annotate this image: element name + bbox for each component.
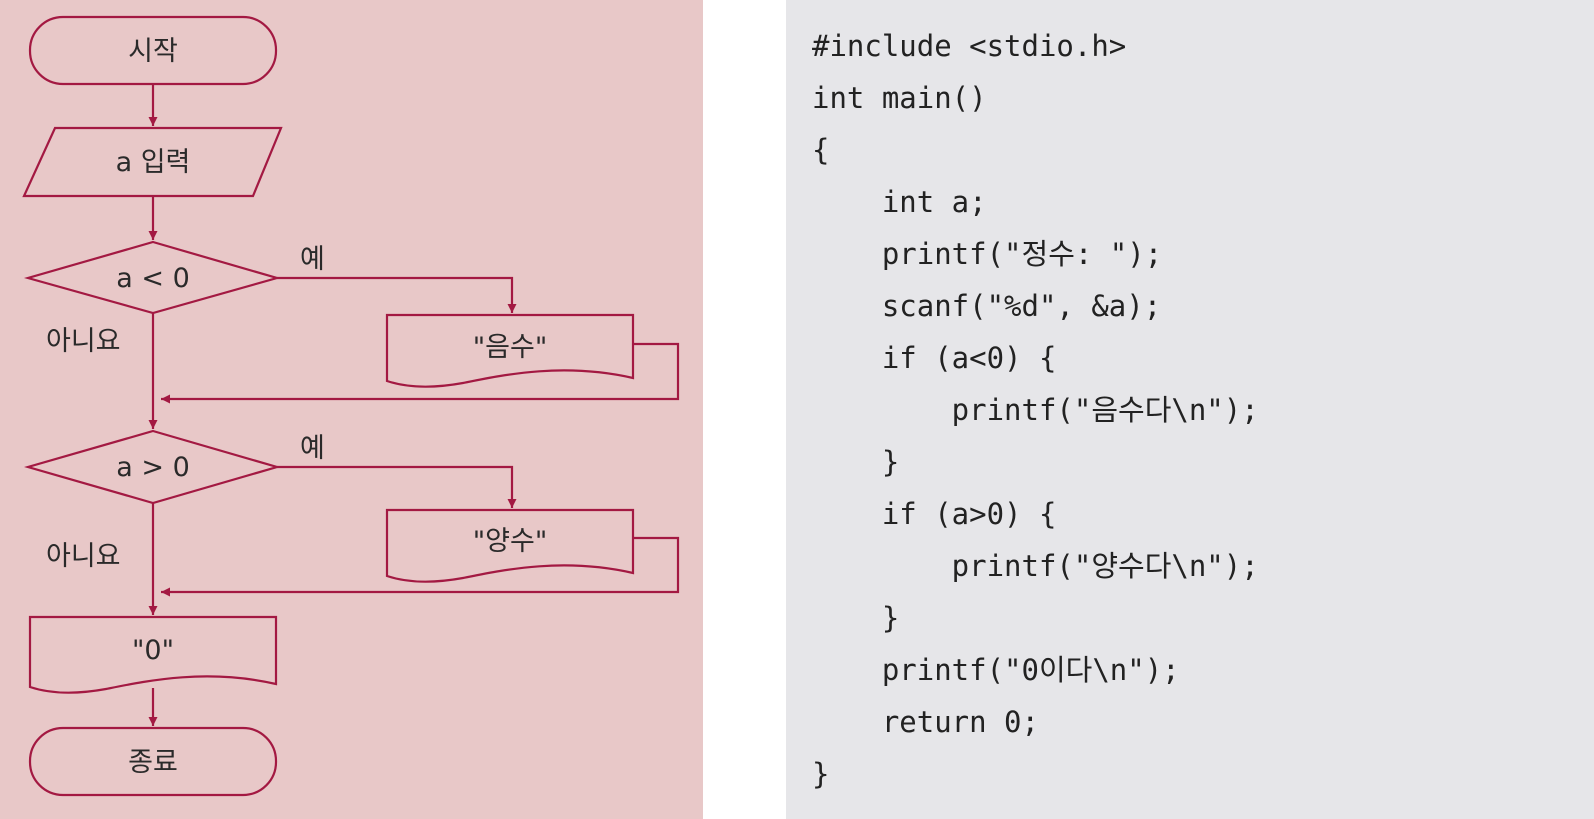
code-line: }: [812, 601, 900, 635]
code-line: return 0;: [812, 705, 1039, 739]
output-zero-document: [28, 615, 278, 694]
code-panel: #include <stdio.h> int main() { int a; p…: [786, 0, 1594, 819]
end-terminal: [28, 726, 278, 797]
end-label: 종료: [128, 747, 178, 778]
decision2-condition: a > 0: [116, 452, 190, 483]
output-positive-label: "양수": [473, 526, 548, 557]
code-line: }: [812, 445, 900, 479]
output-negative-document: [385, 313, 635, 388]
decision2-no-label: 아니요: [46, 541, 121, 572]
flowchart-panel: 시작 a 입력 a < 0 예 아니요 "음수" a > 0 예 아니요 "양수…: [0, 0, 703, 819]
input-label: a 입력: [116, 147, 191, 178]
code-line: if (a>0) {: [812, 497, 1057, 531]
decision1-no-label: 아니요: [46, 326, 121, 357]
start-label: 시작: [128, 36, 178, 67]
output-negative-label: "음수": [473, 332, 548, 363]
code-line: printf("정수: ");: [812, 237, 1163, 271]
code-line: int a;: [812, 185, 987, 219]
code-line: }: [812, 757, 830, 791]
arrow-yes-to-negative: [277, 276, 517, 313]
input-parallelogram: [22, 126, 283, 198]
output-positive-document: [385, 508, 635, 583]
arrow-yes-to-positive: [277, 465, 517, 508]
decision1-condition: a < 0: [116, 263, 190, 294]
connector-negative-return: [161, 342, 680, 404]
code-line: #include <stdio.h>: [812, 29, 1127, 63]
decision2-yes-label: 예: [300, 433, 325, 464]
code-line: if (a<0) {: [812, 341, 1057, 375]
connector-positive-return: [161, 536, 680, 597]
code-line: {: [812, 133, 830, 167]
flowchart: 시작 a 입력 a < 0 예 아니요 "음수" a > 0 예 아니요 "양수…: [22, 15, 680, 797]
code-line: printf("양수다\n");: [812, 549, 1259, 583]
code-line: printf("0이다\n");: [812, 653, 1180, 687]
output-zero-label: "0": [132, 635, 174, 666]
code-line: int main(): [812, 81, 987, 115]
code-line: scanf("%d", &a);: [812, 289, 1162, 323]
decision1-yes-label: 예: [300, 244, 325, 275]
code-line: printf("음수다\n");: [812, 393, 1259, 427]
